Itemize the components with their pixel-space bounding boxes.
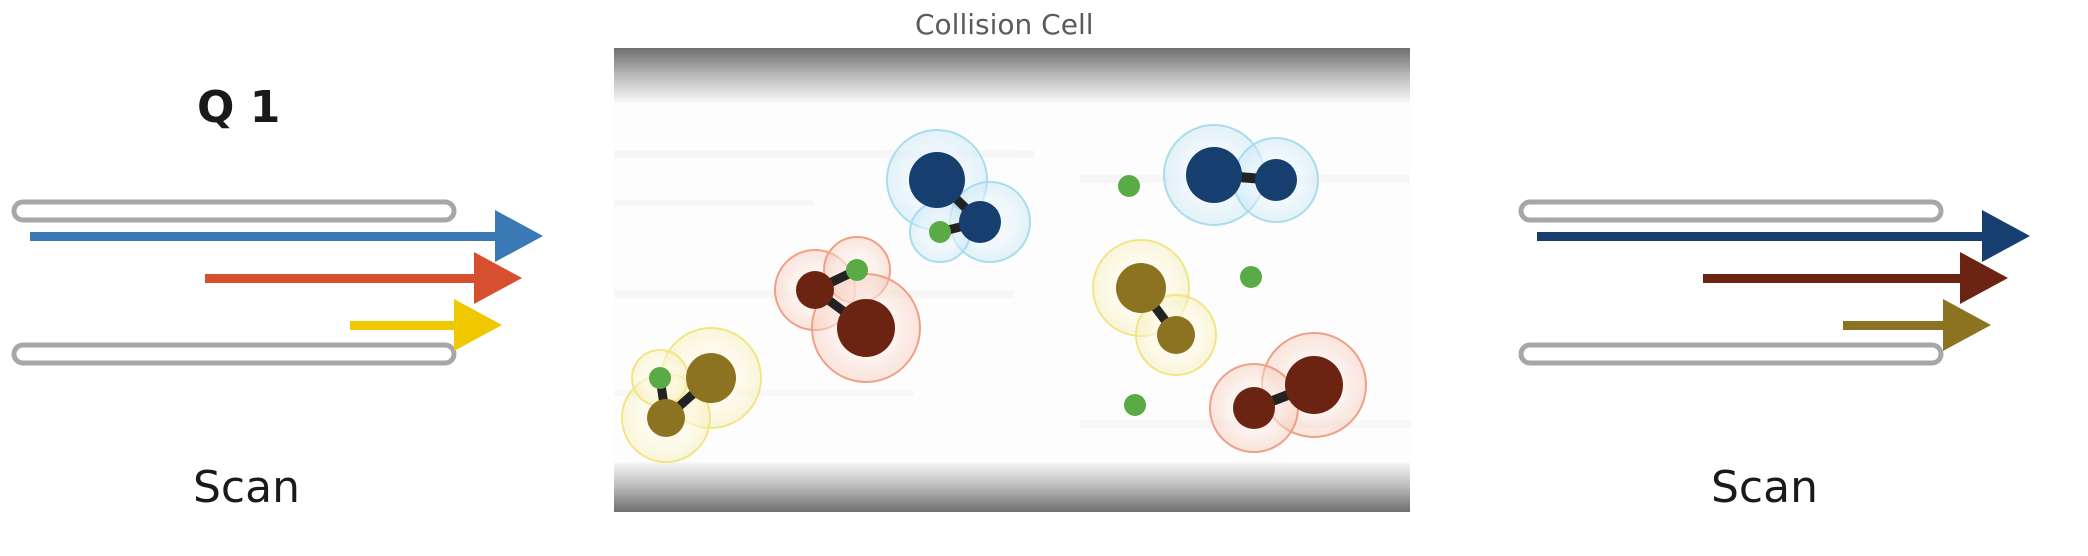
q3-rod-bottom [1518, 342, 1944, 366]
scan-label-left: Scan [193, 462, 300, 513]
q1-ion-arrows [30, 210, 543, 351]
gas-atom [1124, 394, 1146, 416]
arrow-red [205, 252, 522, 304]
q1-rod-top [11, 199, 457, 223]
scan-label-right: Scan [1711, 462, 1818, 513]
collision-cell-top-plate [614, 48, 1410, 102]
collision-gas-atoms [1118, 175, 1262, 416]
collision-cell-bottom-plate [614, 462, 1410, 512]
q1-label: Q 1 [197, 82, 281, 133]
q3-rod-top [1518, 199, 1944, 223]
molecule-yellow-1 [621, 327, 762, 463]
gas-atom [1240, 266, 1262, 288]
molecule-red-2 [1209, 332, 1367, 453]
molecule-blue-1 [886, 129, 1031, 263]
q1-rod-bottom [11, 342, 457, 366]
molecule-red-1 [774, 236, 921, 383]
molecule-yellow-2 [1092, 239, 1217, 376]
q1-quadrupole [11, 199, 457, 366]
q3-ion-arrows [1537, 210, 2030, 351]
arrow-yellow [350, 299, 502, 351]
gas-atom [1118, 175, 1140, 197]
q3-quadrupole [1518, 199, 1944, 366]
arrow-navy [1537, 210, 2030, 262]
molecule-blue-2 [1163, 124, 1319, 226]
arrow-maroon [1703, 252, 2008, 304]
collision-cell [614, 48, 1410, 512]
collision-cell-title: Collision Cell [915, 8, 1094, 41]
arrow-blue [30, 210, 543, 262]
arrow-olive [1843, 299, 1991, 351]
